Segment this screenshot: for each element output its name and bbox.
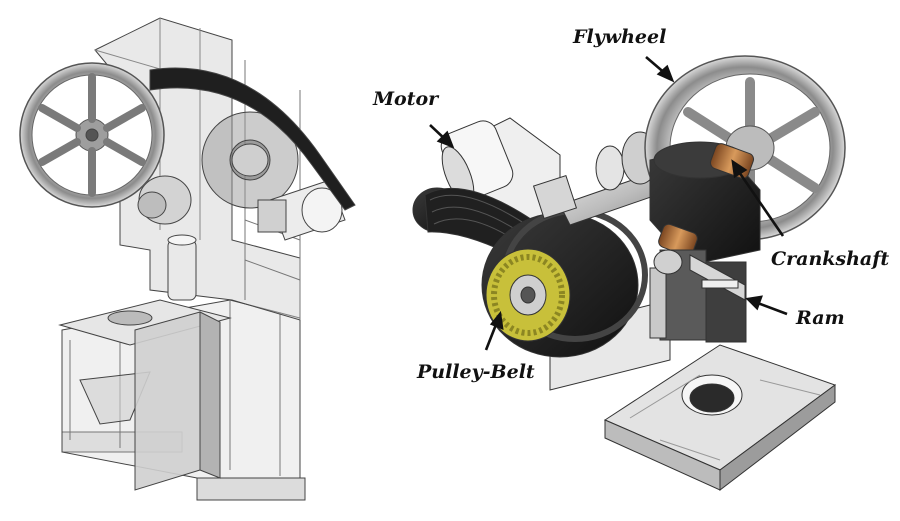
- control-box: [134, 311, 201, 491]
- base-plate: [603, 344, 837, 492]
- flywheel-label: Flywheel: [573, 26, 667, 48]
- flywheel-arrow: [645, 56, 675, 83]
- crankshaft-label: Crankshaft: [771, 248, 890, 270]
- hopper: [79, 371, 151, 425]
- assembled-motor: [257, 179, 346, 241]
- assembled-flywheel: [19, 62, 165, 208]
- motor-label: Motor: [373, 88, 439, 110]
- ram-assembly: [649, 249, 747, 343]
- pulley-gear: [481, 208, 648, 358]
- assembled-belt: [149, 67, 356, 211]
- motor-arrow: [429, 124, 455, 149]
- pulley-belt-arrow: [484, 310, 504, 351]
- ram-label: Ram: [796, 307, 845, 329]
- base-foot-front: [196, 477, 306, 501]
- exploded-mechanism: [412, 55, 846, 492]
- callout-arrows: [429, 56, 788, 351]
- oil-cylinder: [167, 239, 197, 301]
- assembled-press: [19, 17, 356, 501]
- assembled-hub: [137, 143, 269, 225]
- ram-arrow: [745, 295, 788, 316]
- pulley-belt-label: Pulley-Belt: [417, 361, 535, 383]
- crankshaft-arrow: [731, 159, 785, 237]
